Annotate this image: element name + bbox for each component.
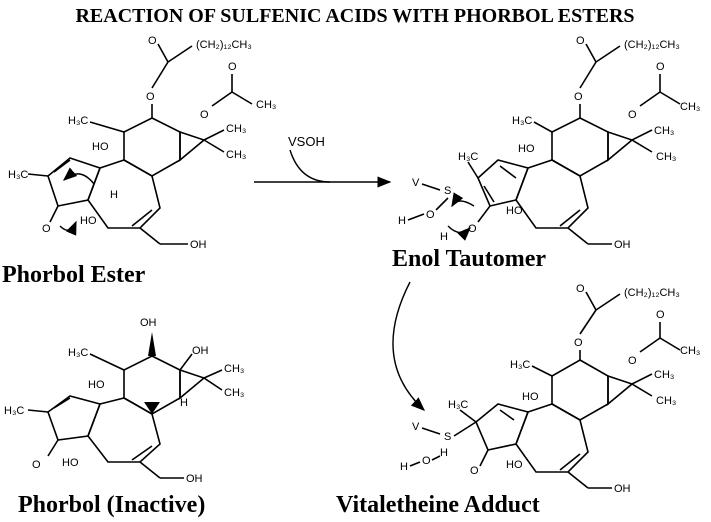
svg-text:(CH₂)₁₂CH₃: (CH₂)₁₂CH₃	[624, 39, 680, 51]
svg-text:H₃C: H₃C	[510, 359, 530, 371]
svg-text:HO: HO	[92, 141, 109, 153]
phorbol-ester-structure: O (CH₂)₁₂CH₃ O O CH₃ O CH₃ CH₃ H₃C HO OH	[8, 35, 276, 251]
svg-text:O: O	[422, 455, 431, 467]
svg-text:O: O	[42, 223, 51, 235]
svg-text:O: O	[426, 209, 435, 221]
svg-text:O: O	[656, 309, 665, 321]
svg-text:V: V	[412, 421, 420, 433]
svg-text:CH₃: CH₃	[256, 99, 276, 111]
svg-text:OH: OH	[190, 239, 207, 251]
diagram-title: REACTION OF SULFENIC ACIDS WITH PHORBOL …	[75, 5, 634, 27]
svg-text:OH: OH	[614, 239, 631, 251]
svg-text:(CH₂)₁₂CH₃: (CH₂)₁₂CH₃	[624, 287, 680, 299]
svg-text:H: H	[180, 397, 188, 409]
svg-text:O: O	[470, 465, 479, 477]
label-enol-tautomer: Enol Tautomer	[392, 246, 546, 272]
svg-text:CH₃: CH₃	[680, 345, 700, 357]
svg-text:CH₃: CH₃	[226, 149, 246, 161]
svg-text:HO: HO	[506, 459, 523, 471]
svg-text:V: V	[412, 177, 420, 189]
svg-text:O: O	[576, 35, 585, 47]
svg-text:CH₃: CH₃	[656, 151, 676, 163]
svg-text:HO: HO	[506, 205, 523, 217]
svg-text:OH: OH	[186, 473, 203, 485]
svg-text:H: H	[400, 461, 408, 473]
label-vitaletheine-adduct: Vitaletheine Adduct	[336, 492, 540, 518]
svg-text:CH₃: CH₃	[654, 369, 674, 381]
svg-text:S: S	[444, 185, 451, 197]
svg-text:O: O	[228, 61, 237, 73]
svg-text:H: H	[398, 215, 406, 227]
svg-text:H: H	[110, 189, 118, 201]
svg-text:H₃C: H₃C	[68, 115, 88, 127]
reagent-label: VSOH	[288, 134, 325, 149]
svg-text:H₃C: H₃C	[8, 169, 28, 181]
svg-text:S: S	[444, 431, 451, 443]
phorbol-inactive-structure: OH OH CH₃ CH₃ H H₃C HO OH H₃C O HO	[4, 317, 244, 485]
svg-text:O: O	[576, 283, 585, 295]
svg-text:H₃C: H₃C	[512, 115, 532, 127]
svg-text:H: H	[440, 231, 448, 243]
svg-text:H₃C: H₃C	[448, 399, 468, 411]
svg-text:O: O	[146, 91, 155, 103]
svg-text:O: O	[200, 109, 209, 121]
svg-text:HO: HO	[518, 143, 535, 155]
svg-text:H₃C: H₃C	[68, 347, 88, 359]
svg-text:CH₃: CH₃	[224, 363, 244, 375]
svg-text:O: O	[574, 337, 583, 349]
svg-text:HO: HO	[522, 391, 539, 403]
enol-tautomer-structure: O (CH₂)₁₂CH₃ O O CH₃ O CH₃ CH₃ H₃C HO OH…	[398, 35, 700, 251]
svg-text:CH₃: CH₃	[224, 387, 244, 399]
svg-text:HO: HO	[62, 457, 79, 469]
svg-text:OH: OH	[140, 317, 157, 329]
svg-text:HO: HO	[80, 215, 97, 227]
svg-text:O: O	[32, 459, 41, 471]
svg-text:O: O	[148, 35, 157, 47]
svg-text:O: O	[628, 109, 637, 121]
svg-text:OH: OH	[192, 345, 209, 357]
reaction-arrow	[254, 149, 392, 188]
label-phorbol-inactive: Phorbol (Inactive)	[18, 492, 205, 518]
svg-text:CH₃: CH₃	[654, 125, 674, 137]
svg-text:O: O	[468, 223, 477, 235]
svg-text:CH₃: CH₃	[226, 123, 246, 135]
svg-text:O: O	[574, 91, 583, 103]
svg-text:OH: OH	[614, 483, 631, 495]
vitaletheine-adduct-structure: O (CH₂)₁₂CH₃ O O CH₃ O CH₃ CH₃ H₃C HO OH…	[400, 283, 700, 495]
adduct-arrow	[392, 281, 426, 411]
svg-text:H₃C: H₃C	[4, 405, 24, 417]
svg-text:CH₃: CH₃	[656, 395, 676, 407]
svg-text:(CH₂)₁₂CH₃: (CH₂)₁₂CH₃	[196, 39, 252, 51]
svg-text:O: O	[656, 61, 665, 73]
svg-text:H: H	[440, 447, 448, 459]
svg-text:HO: HO	[88, 379, 105, 391]
svg-text:CH₃: CH₃	[680, 101, 700, 113]
svg-text:H₃C: H₃C	[458, 151, 478, 163]
label-phorbol-ester: Phorbol Ester	[2, 262, 146, 288]
svg-text:O: O	[628, 355, 637, 367]
